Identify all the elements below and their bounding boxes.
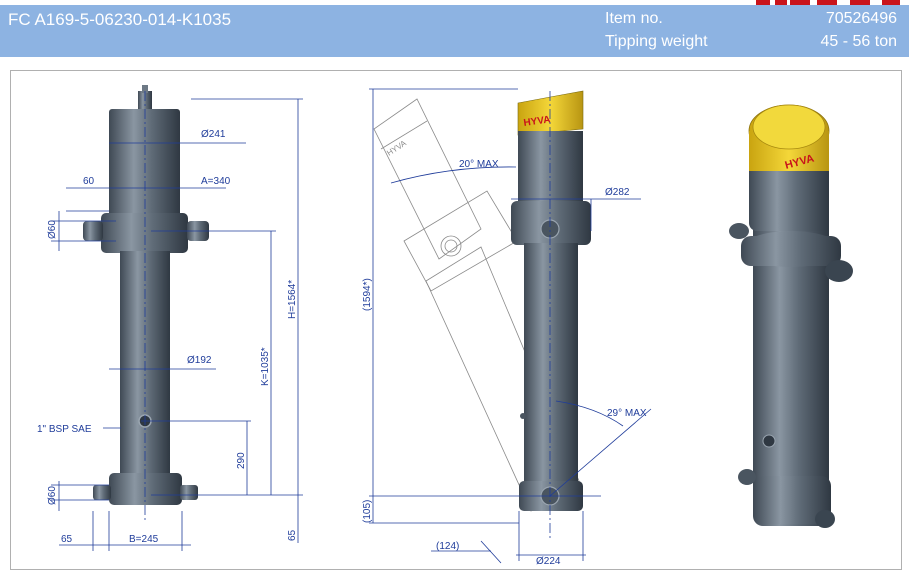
dim-d241: Ø241 bbox=[201, 129, 226, 140]
red-header-mark-4 bbox=[817, 0, 837, 5]
dim-290: 290 bbox=[236, 452, 247, 469]
red-header-mark-2 bbox=[775, 0, 787, 5]
dim-k1035: K=1035* bbox=[260, 347, 271, 386]
item-no-label: Item no. bbox=[605, 10, 663, 27]
side-dimensions bbox=[369, 88, 652, 564]
side-view: HYVA bbox=[511, 90, 591, 541]
dim-d60-upper: Ø60 bbox=[47, 220, 58, 239]
red-header-mark-5 bbox=[850, 0, 870, 5]
dim-1594: (1594*) bbox=[362, 278, 373, 311]
brand-outline: HYVA bbox=[385, 138, 408, 157]
dim-65-right: 65 bbox=[287, 529, 298, 541]
tipping-weight-label: Tipping weight bbox=[605, 33, 708, 50]
dim-29max: 29° MAX bbox=[607, 408, 647, 419]
drawing-frame: Ø241 60 A=340 Ø60 H=1564* K=1035* Ø192 1… bbox=[10, 70, 902, 570]
render-view: HYVA bbox=[729, 104, 853, 528]
red-header-mark-1 bbox=[756, 0, 770, 5]
brand-cap: HYVA bbox=[523, 114, 551, 129]
label-bsp: 1" BSP SAE bbox=[37, 424, 92, 435]
dim-124: (124) bbox=[436, 541, 459, 552]
dim-d192: Ø192 bbox=[187, 355, 212, 366]
product-code: FC A169-5-06230-014-K1035 bbox=[8, 10, 232, 29]
dim-a340: A=340 bbox=[201, 176, 231, 187]
front-view bbox=[83, 85, 209, 523]
dim-d282: Ø282 bbox=[605, 187, 630, 198]
dim-h1564: H=1564* bbox=[287, 280, 298, 319]
product-header: FC A169-5-06230-014-K1035 Item no. 70526… bbox=[0, 5, 909, 57]
dim-20max: 20° MAX bbox=[459, 159, 499, 170]
dim-d224: Ø224 bbox=[536, 556, 561, 567]
tipping-weight-value: 45 - 56 ton bbox=[820, 33, 898, 50]
red-header-mark-3 bbox=[790, 0, 810, 5]
item-no-value: 70526496 bbox=[825, 10, 897, 27]
dim-65-left: 65 bbox=[61, 534, 73, 545]
dim-d60-lower: Ø60 bbox=[47, 486, 58, 505]
dim-60-top: 60 bbox=[83, 176, 95, 187]
dim-105: (105) bbox=[362, 500, 373, 523]
front-dimensions bbox=[51, 98, 303, 551]
dim-b245: B=245 bbox=[129, 534, 159, 545]
red-header-mark-6 bbox=[882, 0, 900, 5]
technical-drawing: Ø241 60 A=340 Ø60 H=1564* K=1035* Ø192 1… bbox=[37, 85, 853, 567]
